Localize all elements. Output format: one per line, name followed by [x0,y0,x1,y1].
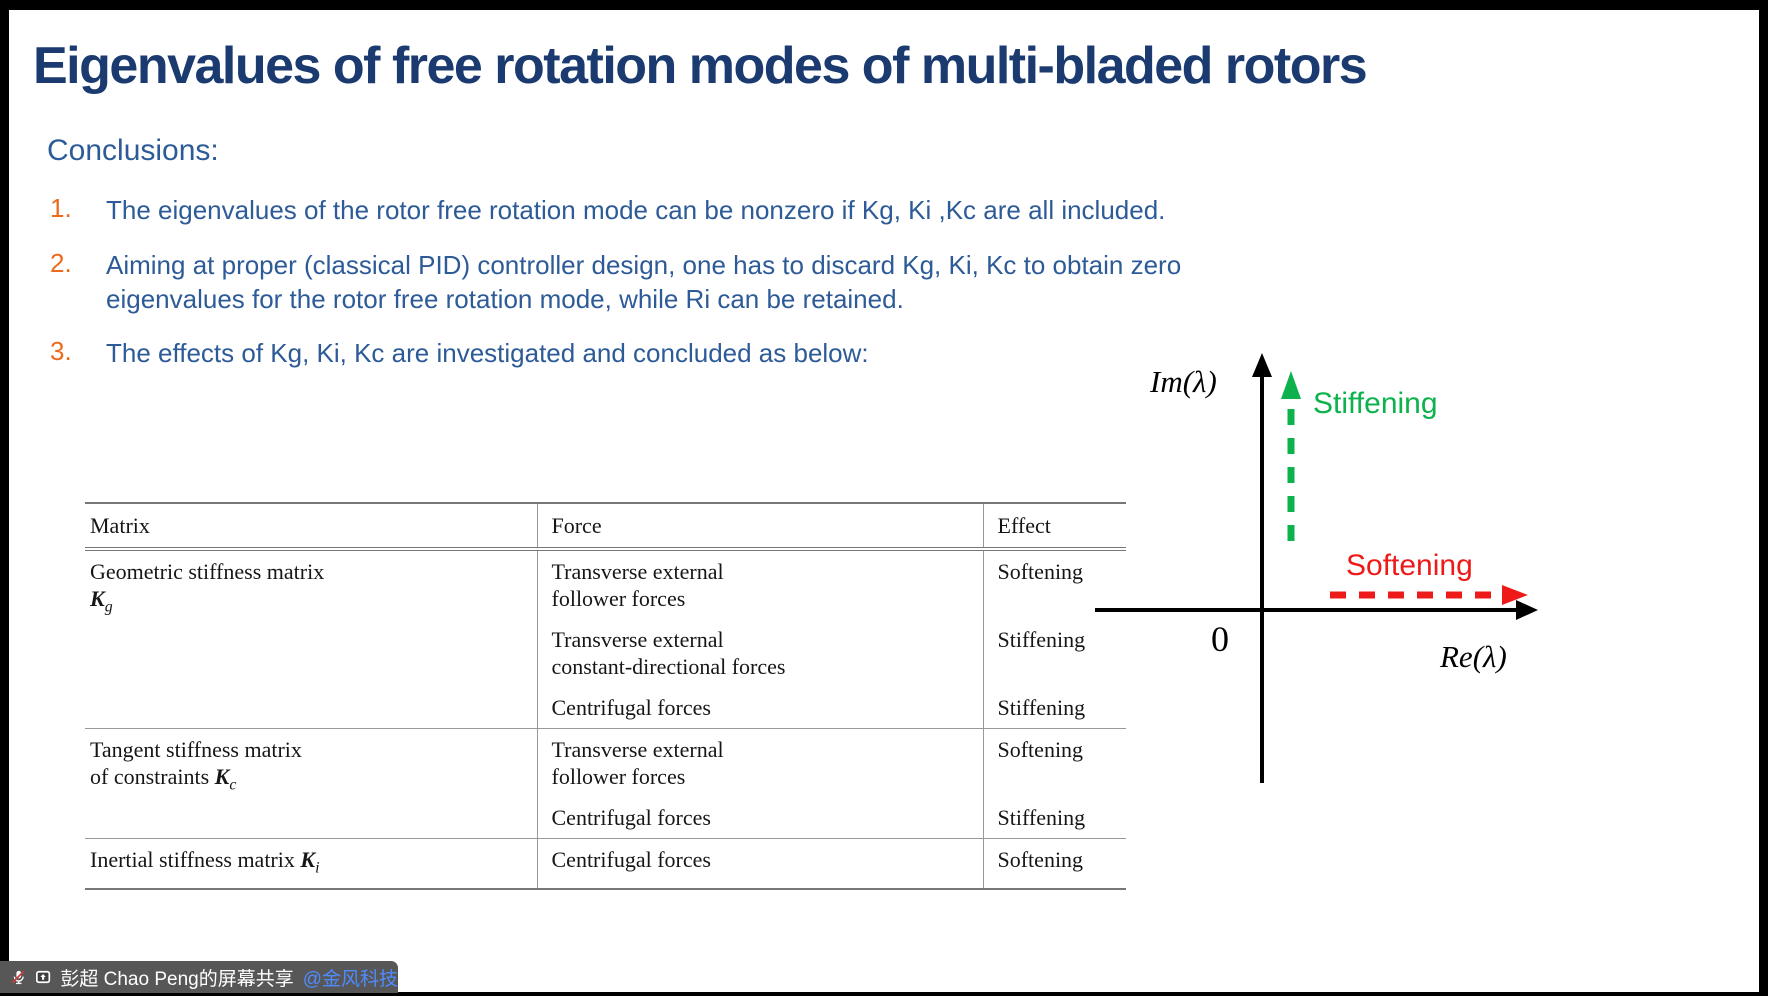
list-item-text: The eigenvalues of the rotor free rotati… [106,195,1166,225]
column-header-matrix: Matrix [85,503,537,551]
column-header-force: Force [536,503,983,551]
effect-cell: Stiffening [982,797,1126,839]
screen-share-icon [36,970,51,984]
stiffening-label: Stiffening [1313,387,1438,420]
matrix-cell: Tangent stiffness matrix of constraints … [85,728,537,839]
list-item-text: The effects of Kg, Ki, Kc are investigat… [106,338,869,368]
force-cell: Centrifugal forces [536,687,983,729]
origin-label: 0 [1211,619,1229,659]
force-cell: Transverse external constant-directional… [536,619,983,687]
im-axis-arrowhead-icon [1252,353,1272,377]
matrix-name: Geometric stiffness matrix [90,559,325,584]
matrix-name: Inertial stiffness matrix [90,847,301,872]
column-header-effect: Effect [982,503,1126,551]
softening-label: Softening [1346,549,1473,582]
matrix-symbol: of constraints Kc [90,764,237,794]
table-row: Centrifugal forces Stiffening [85,687,1126,729]
screen-share-bar: 彭超 Chao Peng的屏幕共享 @金风科技 [0,961,398,993]
re-axis-arrowhead-icon [1516,600,1538,620]
list-item-text: eigenvalues for the rotor free rotation … [106,284,904,314]
force-cell: Transverse external follower forces [536,549,983,619]
list-number: 3. [50,336,72,366]
matrix-symbol: Kg [90,586,113,616]
matrix-cell: Geometric stiffness matrix Kg [85,549,537,729]
table-row: Tangent stiffness matrix of constraints … [85,728,1126,839]
list-item-text: Aiming at proper (classical PID) control… [106,250,1182,280]
slide-title: Eigenvalues of free rotation modes of mu… [33,37,1368,95]
sharer-name-text: 彭超 Chao Peng的屏幕共享 [60,968,294,990]
effects-table-container: Matrix Force Effect Geometric stiffness … [85,502,1126,891]
list-item: 1. The eigenvalues of the rotor free rot… [50,193,1470,227]
table-row: Transverse external constant-directional… [85,619,1126,687]
table-row: Inertial stiffness matrix Ki Centrifugal… [85,838,1126,890]
effect-cell: Softening [982,838,1126,890]
im-axis-label: Im(λ) [1149,364,1217,399]
re-axis-label: Re(λ) [1439,639,1507,674]
softening-arrowhead-icon [1502,585,1528,605]
table-row: Geometric stiffness matrix Kg Transverse… [85,549,1126,619]
matrix-cell: Inertial stiffness matrix Ki [85,838,537,890]
matrix-name: Tangent stiffness matrix [90,737,302,762]
force-cell: Centrifugal forces [536,797,983,839]
muted-mic-icon [11,970,25,985]
table-header-row: Matrix Force Effect [85,503,1126,551]
slide: Eigenvalues of free rotation modes of mu… [9,10,1759,992]
effects-table: Matrix Force Effect Geometric stiffness … [85,502,1126,891]
stiffening-arrowhead-icon [1281,371,1301,399]
effect-cell: Stiffening [982,687,1126,729]
force-cell: Transverse external follower forces [536,728,983,797]
list-number: 2. [50,248,72,278]
list-item: 3. The effects of Kg, Ki, Kc are investi… [50,336,1470,370]
eigenvalue-plane-diagram: Im(λ) Re(λ) 0 Stiffening Softening [1095,353,1538,783]
table-row: Centrifugal forces Stiffening [85,797,1126,839]
list-number: 1. [50,193,72,223]
mention-link[interactable]: @金风科技 [302,968,398,990]
effect-cell: Softening [982,728,1126,797]
effect-cell: Stiffening [982,619,1126,687]
conclusions-heading: Conclusions: [47,134,219,167]
bottom-frame-strip [0,993,1768,996]
list-item: 2. Aiming at proper (classical PID) cont… [50,248,1470,316]
effect-cell: Softening [982,549,1126,619]
force-cell: Centrifugal forces [536,838,983,890]
